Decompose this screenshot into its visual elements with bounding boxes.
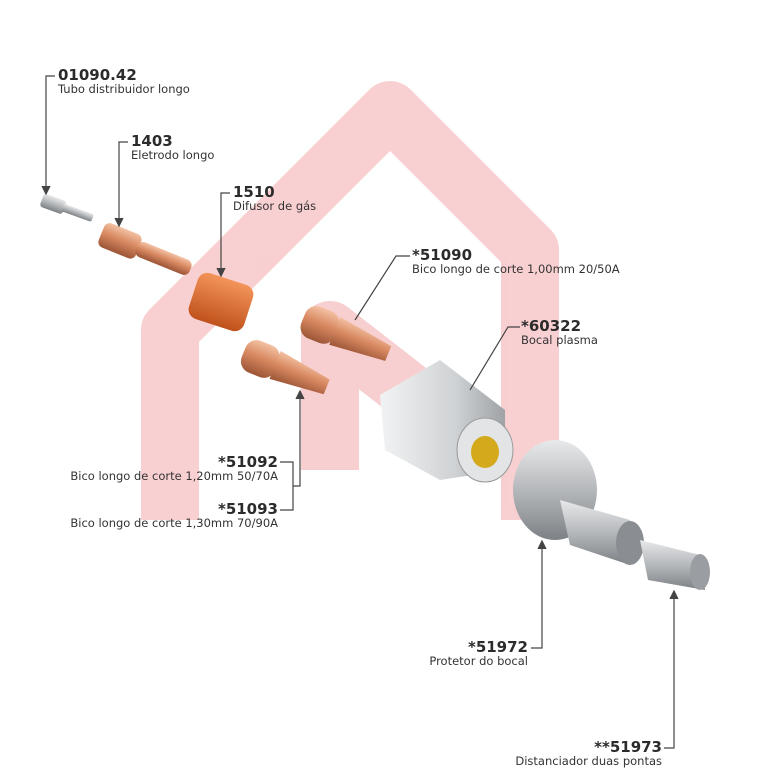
label-51093: *51093 Bico longo de corte 1,30mm 70/90A	[70, 500, 278, 530]
label-1403: 1403 Eletrodo longo	[131, 132, 215, 162]
part-plasma-cup	[380, 360, 514, 483]
label-51972: *51972 Protetor do bocal	[429, 638, 528, 668]
part-gas-diffuser	[188, 272, 254, 332]
label-51092: *51092 Bico longo de corte 1,20mm 50/70A	[70, 453, 278, 483]
leader-lines	[41, 75, 679, 749]
part-tube	[40, 194, 94, 222]
part-nozzle-51092	[240, 340, 330, 395]
part-electrode	[98, 223, 192, 275]
label-51090: *51090 Bico longo de corte 1,00mm 20/50A	[412, 246, 620, 276]
label-01090-42: 01090.42 Tubo distribuidor longo	[58, 66, 190, 96]
label-60322: *60322 Bocal plasma	[521, 317, 598, 347]
label-51973: **51973 Distanciador duas pontas	[515, 738, 662, 768]
part-nozzle-shield	[513, 440, 644, 565]
label-1510: 1510 Difusor de gás	[233, 183, 317, 213]
part-standoff	[640, 540, 710, 590]
part-nozzle-51090	[300, 306, 392, 361]
